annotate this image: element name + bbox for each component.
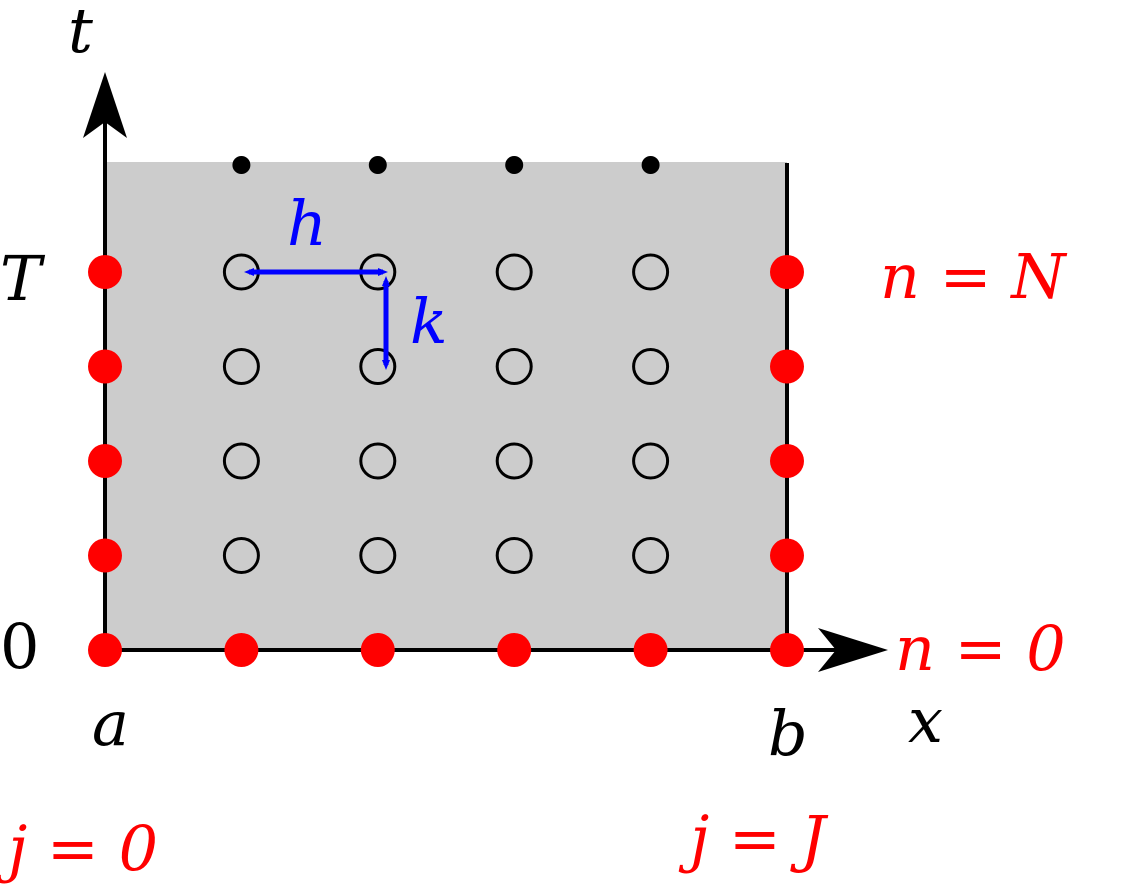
interior-node bbox=[495, 253, 533, 291]
T-label: T bbox=[0, 242, 46, 315]
boundary-node bbox=[88, 444, 122, 478]
boundary-node bbox=[770, 255, 804, 289]
boundary-node bbox=[88, 349, 122, 384]
j-left-label: j = 0 bbox=[0, 812, 158, 885]
interior-nodes bbox=[222, 253, 670, 574]
future-time-dot bbox=[505, 156, 524, 174]
boundary-node bbox=[88, 538, 122, 573]
future-time-dot bbox=[232, 156, 251, 174]
interior-node bbox=[222, 442, 260, 480]
boundary-node bbox=[224, 633, 259, 667]
n-top-label: n = N bbox=[880, 240, 1068, 313]
interior-node bbox=[222, 537, 260, 574]
k-step-label: k bbox=[410, 285, 448, 358]
t-axis-label: t bbox=[68, 0, 93, 67]
interior-node bbox=[359, 442, 397, 480]
interior-node bbox=[495, 442, 533, 480]
a-label: a bbox=[92, 687, 129, 760]
interior-node bbox=[222, 348, 260, 385]
interior-node bbox=[359, 537, 397, 574]
boundary-node bbox=[88, 633, 122, 667]
zero-label: 0 bbox=[0, 610, 39, 683]
interior-node bbox=[632, 253, 670, 291]
interior-node bbox=[632, 348, 670, 385]
boundary-node bbox=[633, 633, 668, 667]
boundary-node bbox=[88, 255, 122, 289]
boundary-node bbox=[360, 633, 395, 667]
interior-node bbox=[495, 348, 533, 385]
boundary-nodes bbox=[88, 255, 804, 667]
boundary-node bbox=[497, 633, 532, 667]
j-right-label: j = J bbox=[678, 802, 829, 875]
future-time-dot bbox=[368, 156, 387, 174]
future-dots bbox=[232, 156, 660, 174]
boundary-node bbox=[770, 633, 804, 667]
interior-node bbox=[359, 348, 397, 385]
boundary-node bbox=[770, 349, 804, 384]
domain-region bbox=[105, 162, 787, 650]
boundary-node bbox=[770, 538, 804, 573]
interior-node bbox=[632, 442, 670, 480]
b-label: b bbox=[768, 697, 808, 770]
x-axis-label: x bbox=[908, 684, 943, 757]
t-axis-arrowhead bbox=[83, 72, 127, 138]
interior-node bbox=[632, 537, 670, 574]
n-bottom-label: n = 0 bbox=[895, 612, 1066, 685]
h-step-label: h bbox=[287, 187, 327, 260]
future-time-dot bbox=[641, 156, 660, 174]
interior-node bbox=[495, 537, 533, 574]
boundary-node bbox=[770, 444, 804, 478]
x-axis-arrowhead bbox=[818, 628, 888, 672]
